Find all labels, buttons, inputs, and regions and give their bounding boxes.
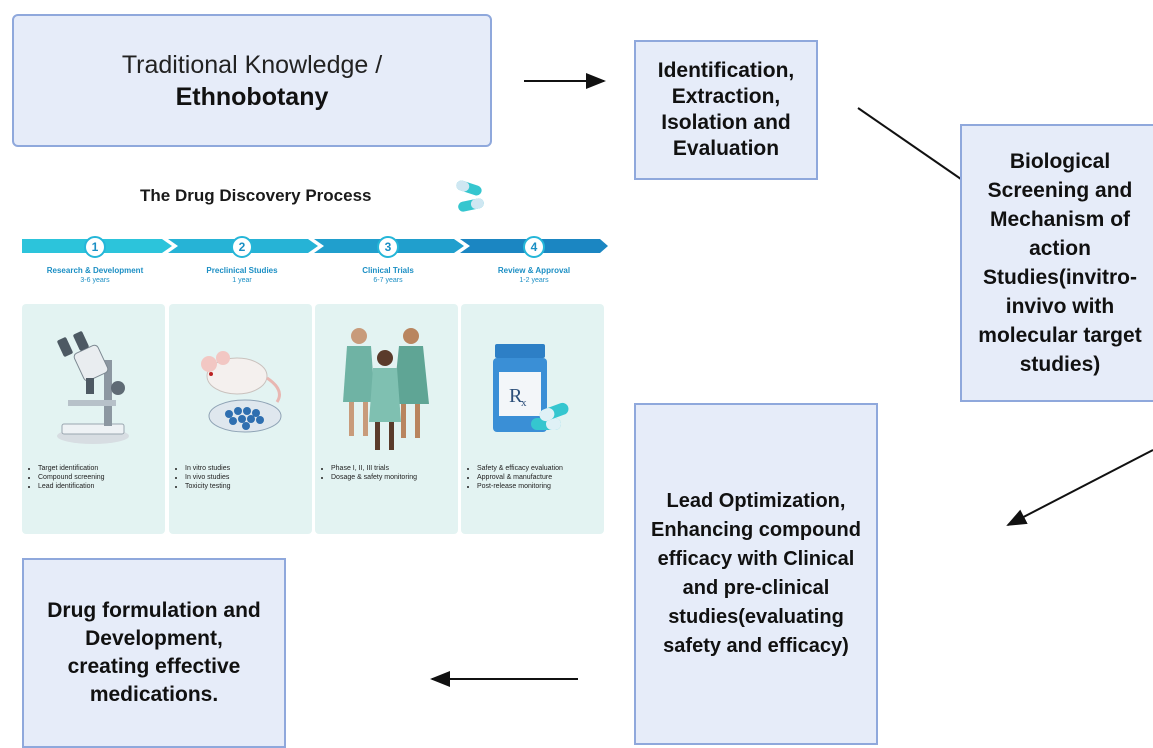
lead-optimization-box: Lead Optimization, Enhancing compound ef… [634,403,878,745]
step-1-number: 1 [84,236,106,258]
drug-discovery-process: The Drug Discovery Process 1 2 3 4 Resea… [22,168,608,538]
identification-text: Identification, Extraction, Isolation an… [657,59,795,160]
step-2-duration: 1 year [232,277,252,284]
step-3-number: 3 [377,236,399,258]
step-4-number: 4 [523,236,545,258]
lead-text: Lead Optimization, Enhancing compound ef… [651,490,861,657]
step-3-panel: Phase I, II, III trials Dosage & safety … [315,304,458,534]
step-3-bullets: Phase I, II, III trials Dosage & safety … [319,464,417,482]
step-2-panel: In vitro studies In vivo studies Toxicit… [169,304,312,534]
bullet: Post-release monitoring [477,482,563,491]
mouse-icon [201,351,282,433]
capsules-icon [456,180,484,212]
identification-box: Identification, Extraction, Isolation an… [634,40,818,180]
bullet: Phase I, II, III trials [331,464,417,473]
step-2-bullets: In vitro studies In vivo studies Toxicit… [173,464,231,491]
bullet: Toxicity testing [185,482,231,491]
step-1-panel: Target identification Compound screening… [22,304,165,534]
bullet: Approval & manufacture [477,473,563,482]
process-title: The Drug Discovery Process [140,186,372,205]
step-4-bullets: Safety & efficacy evaluation Approval & … [465,464,563,491]
bullet: Compound screening [38,473,105,482]
traditional-knowledge-box: Traditional Knowledge / Ethnobotany [12,14,492,147]
pill-bottle-icon: R x [493,344,569,432]
drug-text: Drug formulation and Development, creati… [47,599,261,706]
bullet: In vitro studies [185,464,231,473]
step-2-number: 2 [231,236,253,258]
svg-text:x: x [521,397,527,409]
arrow-bio-to-lead [1006,449,1153,526]
bullet: Target identification [38,464,105,473]
biological-text: Biological Screening and Mechanism of ac… [978,150,1142,376]
step-1-name: Research & Development [46,266,144,275]
bullet: In vivo studies [185,473,231,482]
drug-formulation-box: Drug formulation and Development, creati… [22,558,286,748]
step-1-bullets: Target identification Compound screening… [26,464,105,491]
microscope-icon [57,331,129,444]
patients-icon [343,328,429,450]
bullet: Dosage & safety monitoring [331,473,417,482]
step-4-duration: 1-2 years [519,277,549,284]
timeline-chevrons [22,239,608,253]
svg-text:R: R [509,385,523,407]
biological-screening-box: Biological Screening and Mechanism of ac… [960,124,1153,402]
step-3-name: Clinical Trials [362,266,414,275]
step-4-panel: R x Safety & efficacy evaluation Approva… [461,304,604,534]
traditional-line2: Ethnobotany [175,82,329,111]
traditional-line1: Traditional Knowledge / [121,50,383,79]
bullet: Safety & efficacy evaluation [477,464,563,473]
step-3-duration: 6-7 years [373,277,403,284]
bullet: Lead identification [38,482,105,491]
step-2-name: Preclinical Studies [206,266,278,275]
step-1-duration: 3-6 years [80,277,110,284]
step-4-name: Review & Approval [497,266,571,275]
